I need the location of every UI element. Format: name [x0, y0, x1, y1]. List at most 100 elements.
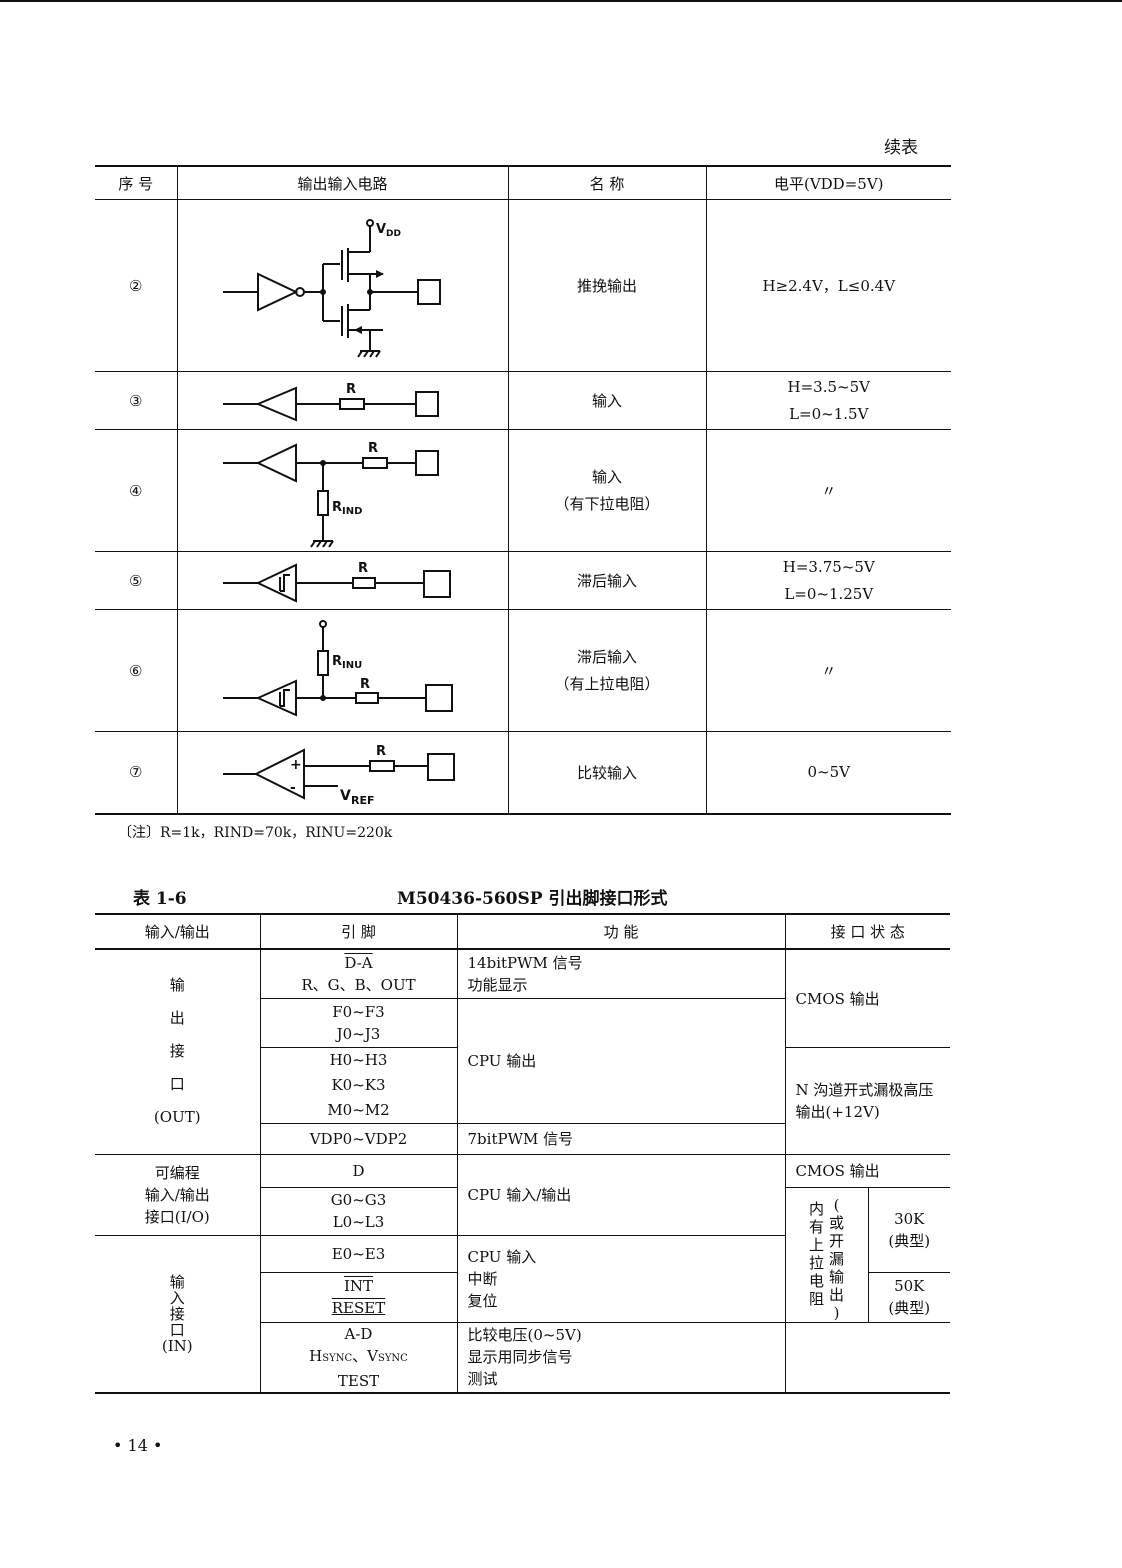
table-row: H0~H3 K0~K3 M0~M2 N 沟道开式漏极高压输出(+12V): [95, 1046, 950, 1155]
table-row: 输 出 接 口 (OUT) D-A R、G、B、OUT 14bitPWM 信号 …: [95, 948, 950, 1155]
r-label: R: [368, 441, 378, 456]
header-level: 电平(VDD=5V): [705, 165, 951, 200]
vref-subscript: REF: [351, 794, 375, 807]
table-header-row: 输入/输出 引 脚 功 能 接 口 状 态: [95, 913, 950, 950]
pin-reset: RESET: [331, 1299, 386, 1317]
table-row: 可编程 输入/输出 接口(I/O) D CPU 输入/输出 CMOS 输出: [95, 1153, 950, 1236]
push-pull-circuit-diagram: V DD: [222, 218, 441, 358]
pin-interface-table: 输入/输出 引 脚 功 能 接 口 状 态 输 出 接 口 (OUT) D-A …: [95, 913, 950, 1394]
pin-rgb: R、G、B、OUT: [301, 975, 416, 994]
header-no: 序 号: [95, 165, 178, 200]
pin-g: G0~G3: [330, 1191, 387, 1209]
status-empty: [784, 1321, 950, 1393]
table-row: G0~G3 L0~L3 内 有 上 拉 电 阻 ( 或 开 漏 输: [95, 1186, 950, 1323]
plus-sign: +: [290, 757, 302, 773]
function-cpu-io: CPU 输入/输出: [456, 1153, 786, 1236]
pin-vdp: VDP0~VDP2: [260, 1122, 458, 1155]
pin-d: D: [259, 1153, 458, 1188]
level-cell: H≥2.4V，L≤0.4V: [705, 199, 951, 372]
rinu-subscript: INU: [342, 660, 362, 671]
pin-m: M0~M2: [327, 1100, 390, 1119]
hysteresis-input-circuit-diagram: R: [222, 561, 451, 603]
row-number: ③: [95, 371, 178, 430]
function-interrupt: 中断: [467, 1269, 498, 1288]
hysteresis-pullup-circuit-diagram: R R INU: [222, 619, 453, 717]
level-cell: 0~5V: [705, 731, 951, 814]
circuit-cell: R R INU: [176, 609, 509, 732]
function-reset: 复位: [467, 1291, 498, 1310]
status-pullup-label: 内 有 上 拉 电 阻 ( 或 开 漏 输 出 ): [784, 1186, 869, 1323]
circuit-cell: V DD: [176, 199, 509, 372]
table-row: ⑤ R 滞后输入 H=3.75~5V L=0~1.25V: [95, 551, 951, 610]
pin-cell: INT RESET: [260, 1271, 458, 1323]
function-sync: 显示用同步信号: [467, 1348, 573, 1366]
comparator-circuit-diagram: + - R V REF: [222, 744, 455, 807]
row-number: ⑥: [95, 609, 178, 732]
io-group-label: 可编程 输入/输出 接口(I/O): [95, 1153, 261, 1236]
function-pwm7: 7bitPWM 信号: [456, 1122, 785, 1155]
circuit-cell: R: [176, 371, 509, 430]
circuit-cell: + - R V REF: [176, 731, 509, 814]
row-number: ⑤: [95, 551, 178, 610]
pin-cell: G0~G3 L0~L3: [260, 1186, 458, 1236]
status-cmos-out: CMOS 输出: [784, 948, 950, 1048]
name-cell: 推挽输出: [507, 199, 707, 372]
name-cell: 滞后输入 （有上拉电阻）: [507, 609, 707, 732]
status-ndrain: N 沟道开式漏极高压输出(+12V): [784, 1046, 950, 1155]
row-number: ②: [95, 199, 178, 372]
pin-int: INT: [343, 1277, 374, 1295]
continued-label: 续表: [884, 138, 918, 158]
opendrain-text: ( 或 开 漏 输 出 ): [828, 1195, 844, 1322]
header-name: 名 称: [507, 165, 707, 200]
level-cell: H=3.75~5V L=0~1.25V: [705, 551, 951, 610]
header-circuit: 输出输入电路: [176, 165, 509, 200]
table-title: M50436-560SP 引出脚接口形式: [397, 889, 668, 909]
minus-sign: -: [290, 780, 296, 796]
pin-cell: D-A R、G、B、OUT: [259, 948, 458, 999]
input-circuit-diagram: R: [222, 382, 439, 422]
pin-cell: H0~H3 K0~K3 M0~M2: [260, 1046, 458, 1124]
r-label: R: [358, 561, 368, 576]
name-line1: 输入: [591, 467, 622, 486]
out-group-label: 输 出 接 口 (OUT): [95, 948, 261, 1155]
pin-cell: A-D HSYNC、VSYNC TEST: [260, 1321, 458, 1393]
function-cpu-out: CPU 输出: [456, 997, 785, 1124]
level-low: L=0~1.25V: [784, 584, 874, 603]
level-high: H=3.75~5V: [782, 557, 875, 576]
name-line2: （有下拉电阻）: [554, 494, 660, 513]
name-cell: 输入: [507, 371, 707, 430]
row-number: ④: [95, 429, 178, 552]
circuit-cell: R R IND: [176, 429, 509, 552]
status-50k: 50K (典型): [867, 1271, 950, 1323]
table-row: A-D HSYNC、VSYNC TEST 比较电压(0~5V) 显示用同步信号 …: [95, 1321, 950, 1393]
table-row: VDP0~VDP2 7bitPWM 信号: [95, 1122, 950, 1155]
pullup-text: 内 有 上 拉 电 阻: [808, 1199, 824, 1308]
name-cell: 比较输入: [507, 731, 707, 814]
name-line2: （有上拉电阻）: [554, 674, 660, 693]
function-test: 测试: [467, 1370, 498, 1388]
pin-h: H0~H3: [329, 1050, 388, 1069]
table-row: 输 入 接 口 (IN) E0~E3 CPU 输入 中断 复位: [95, 1234, 950, 1393]
status-cmos-out-2: CMOS 输出: [784, 1153, 950, 1188]
pin-cell: F0~F3 J0~J3: [260, 997, 458, 1048]
table-row: INT RESET 50K (典型): [95, 1271, 950, 1323]
r-label: R: [360, 677, 370, 692]
header-pin: 引 脚: [259, 913, 458, 950]
level-cell: 〃: [705, 429, 951, 552]
vref-label: V: [340, 788, 351, 804]
pin-j: J0~J3: [336, 1024, 381, 1043]
function-cell: 14bitPWM 信号 功能显示: [456, 948, 786, 999]
status-30k: 30K (典型): [867, 1186, 950, 1273]
pin-sync: HSYNC、VSYNC: [309, 1346, 408, 1365]
level-cell: 〃: [705, 609, 951, 732]
header-status: 接 口 状 态: [784, 913, 950, 950]
function-pwm14: 14bitPWM 信号: [467, 953, 583, 972]
header-function: 功 能: [456, 913, 786, 950]
header-io: 输入/输出: [95, 913, 261, 950]
vdd-label: V: [376, 222, 386, 237]
function-cell: 比较电压(0~5V) 显示用同步信号 测试: [456, 1321, 786, 1393]
pin-da: D-A: [344, 953, 373, 972]
row-number: ⑦: [95, 731, 178, 814]
r-label: R: [376, 744, 386, 759]
rinu-label: R: [332, 654, 342, 669]
